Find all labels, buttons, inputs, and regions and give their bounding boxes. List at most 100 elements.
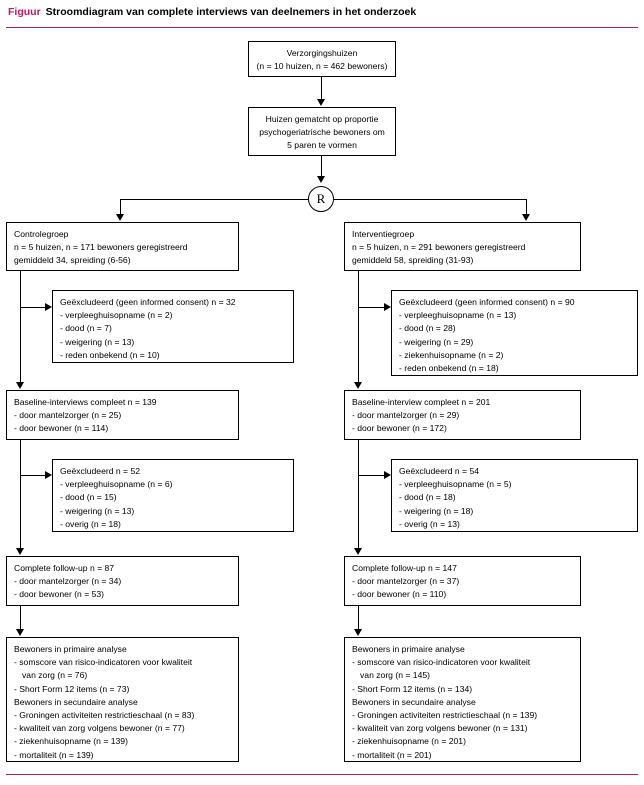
control-followup-item-0: - door mantelzorger (n = 34) [14,576,122,587]
figure-caption: Stroomdiagram van complete interviews va… [45,6,417,18]
control-excl1-item-3: - reden onbekend (n = 10) [60,349,160,360]
arrowhead-matching-to-r [317,176,325,183]
footer-divider-bottom [6,774,638,775]
control-group-line3: gemiddeld 34, spreiding (6-56) [14,255,131,266]
control-baseline-item-0: - door mantelzorger (n = 25) [14,410,122,421]
arrowhead-control-followup [16,548,24,555]
verzorgingshuizen-counts: (n = 10 huizen, n = 462 bewoners) [256,61,388,72]
control-excl2-item-1: - dood (n = 15) [60,492,117,503]
control-followup-title: Complete follow-up n = 87 [14,563,115,573]
box-intervention-group: Interventiegroep n = 5 huizen, n = 291 b… [344,222,581,271]
intervention-primary-title: Bewoners in primaire analyse [352,644,465,654]
node-matching: Huizen gematcht op proportie psychogeria… [248,107,396,156]
intervention-followup-item-1: - door bewoner (n = 110) [352,589,447,600]
intervention-secondary-title: Bewoners in secundaire analyse [352,696,476,707]
arrowhead-top-to-matching [317,99,325,106]
connector-control-trunk-1 [20,271,21,384]
control-secondary-item-0: - Groningen activiteiten restrictieschaa… [14,710,195,721]
connector-matching-to-r [321,156,322,178]
control-primary-item-2: - Short Form 12 items (n = 73) [14,683,130,694]
box-intervention-excluded-consent: Geëxcludeerd (geen informed consent) n =… [391,290,638,376]
header-divider-top [6,27,638,28]
figure-label: Figuur [8,6,41,18]
arrowhead-to-control [116,214,124,221]
box-intervention-followup: Complete follow-up n = 147 - door mantel… [344,556,581,606]
intervention-secondary-item-1: - kwaliteit van zorg volgens bewoner (n … [352,723,528,734]
intervention-group-line2: n = 5 huizen, n = 291 bewoners geregistr… [352,242,526,253]
arrowhead-intervention-excl1 [384,303,391,311]
box-control-followup: Complete follow-up n = 87 - door mantelz… [6,556,239,606]
control-excl2-item-0: - verpleeghuisopname (n = 6) [60,479,173,490]
matching-line2: psychogeriatrische bewoners om [259,127,385,138]
intervention-group-line3: gemiddeld 58, spreiding (31-93) [352,255,474,266]
box-intervention-baseline: Baseline-interview compleet n = 201 - do… [344,390,581,440]
control-primary-item-1: van zorg (n = 76) [22,670,88,681]
connector-control-to-excl1 [20,307,48,308]
intervention-excl2-title: Geëxcludeerd n = 54 [399,466,480,476]
connector-intervention-to-analysis [358,606,359,631]
intervention-followup-item-0: - door mantelzorger (n = 37) [352,576,460,587]
intervention-excl1-item-3: - ziekenhuisopname (n = 2) [399,349,504,360]
matching-line3: 5 paren te vormen [287,140,357,151]
control-excl1-item-2: - weigering (n = 13) [60,336,135,347]
intervention-baseline-title: Baseline-interview compleet n = 201 [352,397,491,407]
box-control-excluded-followup: Geëxcludeerd n = 52 - verpleeghuisopname… [52,459,294,532]
control-excl2-item-2: - weigering (n = 13) [60,505,135,516]
connector-r-to-right [334,199,526,200]
randomization-node: R [308,186,334,212]
connector-down-to-intervention [526,199,527,216]
verzorgingshuizen-title: Verzorgingshuizen [286,48,358,58]
control-excl1-item-1: - dood (n = 7) [60,323,112,334]
control-secondary-item-2: - ziekenhuisopname (n = 139) [14,736,128,747]
connector-top-to-matching [321,77,322,101]
arrowhead-intervention-analysis [354,629,362,636]
intervention-excl1-item-4: - reden onbekend (n = 18) [399,363,499,374]
intervention-group-line1: Interventiegroep [352,229,415,239]
box-intervention-excluded-followup: Geëxcludeerd n = 54 - verpleeghuisopname… [391,459,638,532]
intervention-secondary-item-3: - mortaliteit (n = 201) [352,749,432,760]
intervention-primary-item-1: van zorg (n = 145) [360,670,430,681]
arrowhead-control-excl1 [45,303,52,311]
intervention-primary-item-0: - somscore van risico-indicatoren voor k… [352,657,531,668]
intervention-excl1-item-0: - verpleeghuisopname (n = 13) [399,310,517,321]
control-baseline-title: Baseline-interviews compleet n = 139 [14,397,157,407]
control-group-line2: n = 5 huizen, n = 171 bewoners geregistr… [14,242,188,253]
intervention-followup-title: Complete follow-up n = 147 [352,563,457,573]
control-secondary-item-1: - kwaliteit van zorg volgens bewoner (n … [14,723,185,734]
intervention-excl1-item-2: - weigering (n = 29) [399,336,474,347]
control-excl1-item-0: - verpleeghuisopname (n = 2) [60,310,173,321]
box-control-group: Controlegroep n = 5 huizen, n = 171 bewo… [6,222,239,271]
connector-down-to-control [120,199,121,216]
arrowhead-to-intervention [522,214,530,221]
figure-header: Figuur Stroomdiagram van complete intervi… [8,5,636,19]
connector-intervention-to-excl1 [358,307,387,308]
connector-intervention-trunk-2 [358,440,359,550]
arrowhead-intervention-followup [354,548,362,555]
connector-intervention-to-excl2 [358,475,387,476]
intervention-excl2-item-3: - overig (n = 13) [399,518,460,529]
connector-control-to-analysis [20,606,21,631]
arrowhead-control-baseline [16,382,24,389]
control-excl2-title: Geëxcludeerd n = 52 [60,466,141,476]
matching-line1: Huizen gematcht op proportie [265,114,379,124]
connector-intervention-trunk-1 [358,271,359,384]
control-excl2-item-3: - overig (n = 18) [60,518,121,529]
intervention-excl1-title: Geëxcludeerd (geen informed consent) n =… [399,297,575,307]
intervention-secondary-item-0: - Groningen activiteiten restrictieschaa… [352,710,538,721]
connector-control-trunk-2 [20,440,21,550]
control-primary-item-0: - somscore van risico-indicatoren voor k… [14,657,193,668]
intervention-excl2-item-0: - verpleeghuisopname (n = 5) [399,479,512,490]
box-control-analysis: Bewoners in primaire analyse - somscore … [6,637,239,762]
control-secondary-title: Bewoners in secundaire analyse [14,696,138,707]
arrowhead-control-analysis [16,629,24,636]
connector-control-to-excl2 [20,475,48,476]
intervention-baseline-item-1: - door bewoner (n = 172) [352,423,447,434]
intervention-excl2-item-1: - dood (n = 18) [399,492,456,503]
arrowhead-intervention-excl2 [384,471,391,479]
intervention-excl2-item-2: - weigering (n = 18) [399,505,474,516]
connector-r-to-left [120,199,308,200]
intervention-secondary-item-2: - ziekenhuisopname (n = 201) [352,736,466,747]
box-intervention-analysis: Bewoners in primaire analyse - somscore … [344,637,581,762]
control-secondary-item-3: - mortaliteit (n = 139) [14,749,94,760]
